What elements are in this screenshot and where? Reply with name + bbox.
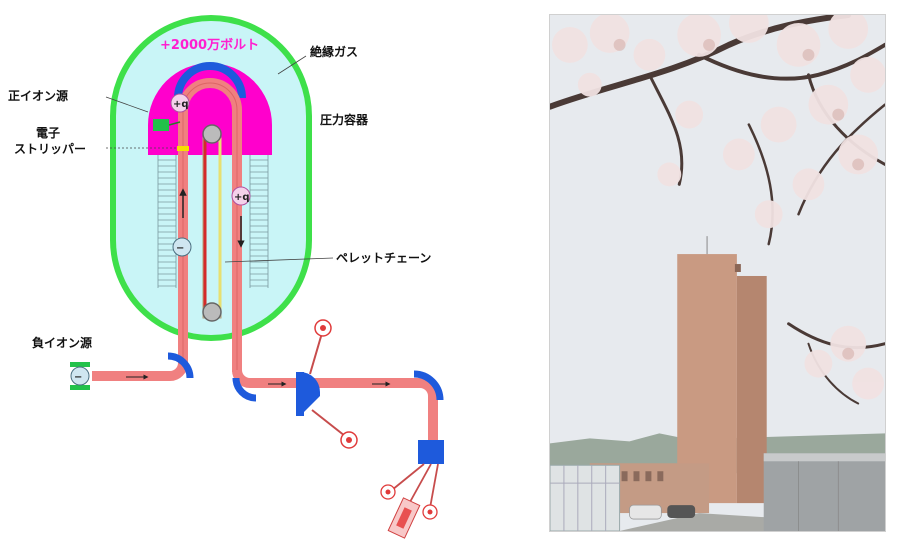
facility-photo (549, 14, 886, 532)
positive-ion-source (153, 119, 169, 131)
exit-magnet-1 (232, 377, 257, 402)
branch-targets (309, 319, 358, 449)
pressure-vessel-label: 圧力容器 (320, 112, 369, 127)
negative-ion-source-label: 負イオン源 (32, 335, 92, 350)
pellet-chain (202, 124, 222, 322)
grey-building (763, 453, 885, 531)
end-station-magnet (418, 440, 444, 464)
switching-magnet (300, 372, 320, 416)
electron-stripper-label-2: ストリッパー (14, 142, 86, 156)
insulating-gas-label: 絶縁ガス (310, 44, 358, 59)
charge-label-down: +q (234, 192, 250, 203)
injection-magnet (167, 352, 194, 379)
electron-stripper-label-1: 電子 (36, 126, 60, 140)
exit-magnet-2 (413, 370, 444, 401)
charge-label-negative: − (176, 243, 184, 254)
negative-charge-marker (172, 237, 192, 257)
tower-building (677, 236, 767, 504)
blossoms (551, 15, 885, 400)
negative-ion-source: − (70, 362, 90, 390)
tandem-accelerator-diagram: +q +q − − (8, 15, 444, 539)
terminal-magnet (174, 62, 246, 99)
charge-label-top: +q (173, 99, 189, 110)
positive-charge-marker-down (231, 186, 251, 206)
injection-line (92, 362, 188, 381)
positive-ion-source-label: 正イオン源 (8, 88, 68, 103)
electron-stripper (177, 146, 189, 151)
voltage-label: +2000万ボルト (160, 37, 259, 53)
end-station-targets (391, 463, 439, 509)
pellet-chain-label: ペレットチェーン (336, 251, 431, 265)
column-left (157, 155, 177, 288)
greenhouse (550, 464, 621, 531)
positive-charge-marker-top (170, 93, 190, 113)
exit-line (232, 369, 438, 440)
column-right (249, 155, 269, 288)
svg-text:−: − (74, 372, 82, 383)
